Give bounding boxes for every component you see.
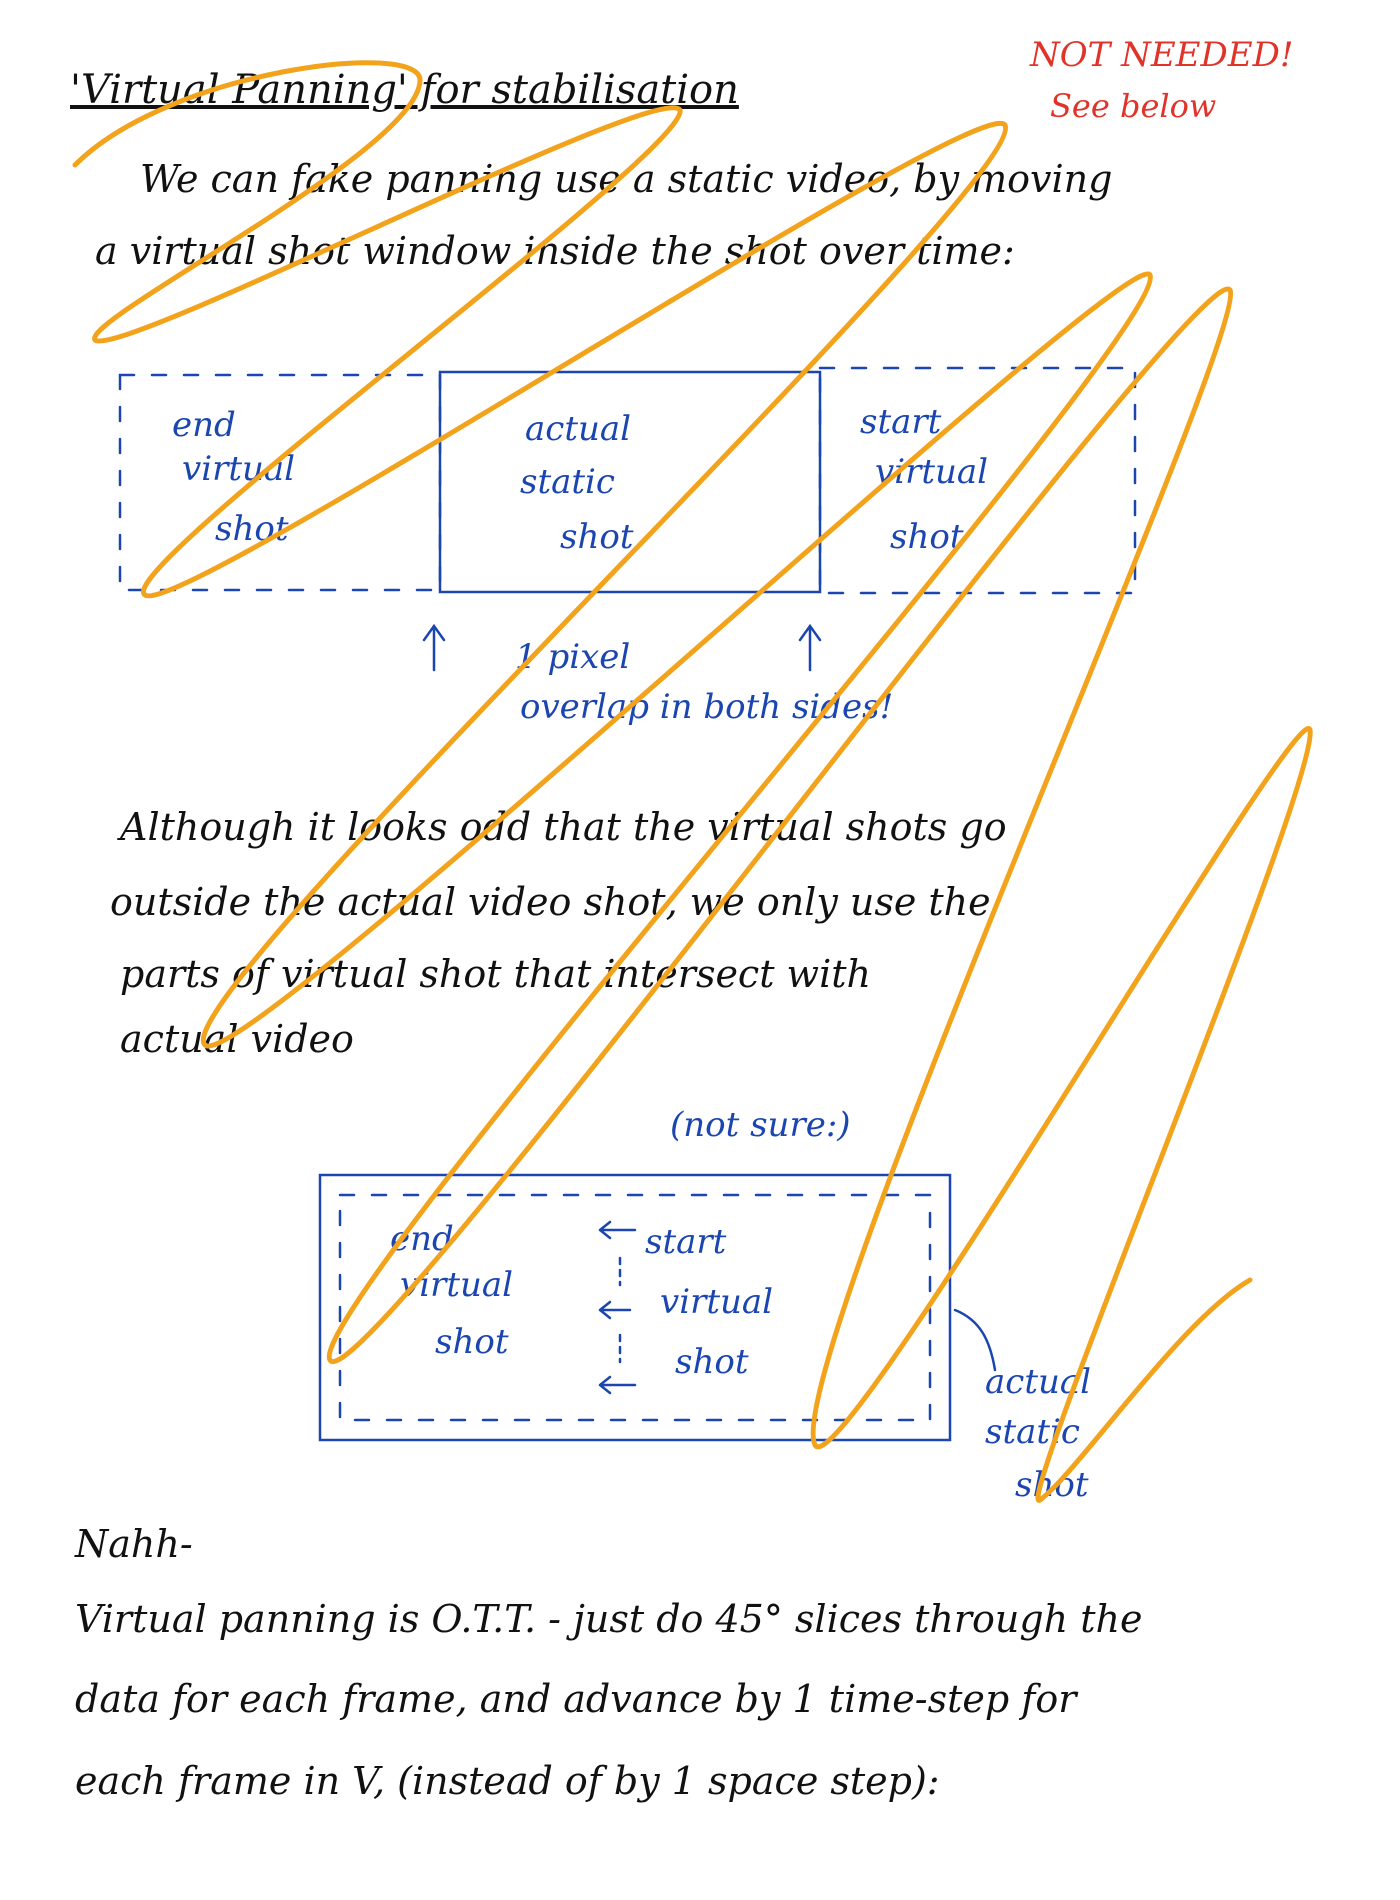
d2-actual-label-3: shot [1015,1465,1089,1505]
d2-actual-shot-frame [318,1173,952,1442]
d1-actual-label-1: actual [525,409,632,449]
d2-start-label-1: start [645,1222,727,1262]
d1-start-label-2: virtual [875,452,989,492]
d1-end-label-2: virtual [182,449,296,489]
para2-line-2: outside the actual video shot, we only u… [110,880,991,924]
status-note-line1: NOT NEEDED! [1030,35,1294,75]
d1-actual-label-3: shot [560,517,634,557]
conclusion-line-2: Virtual panning is O.T.T. - just do 45° … [75,1597,1143,1641]
para2-line-1: Although it looks odd that the virtual s… [120,805,1007,849]
intro-line-1: We can fake panning use a static video, … [140,157,1113,201]
d1-end-label-1: end [172,405,236,445]
conclusion-line-3: data for each frame, and advance by 1 ti… [75,1677,1077,1721]
d2-end-label-2: virtual [400,1265,514,1305]
conclusion-line-1: Nahh- [75,1522,193,1566]
d2-start-label-2: virtual [660,1282,774,1322]
d2-caption: (not sure:) [670,1105,851,1145]
d1-end-label-3: shot [215,509,289,549]
d2-virtual-window-frame [338,1193,932,1422]
actual-static-shot-frame [438,370,822,594]
d1-start-label-1: start [860,402,942,442]
d2-actual-pointer [953,1308,997,1372]
d2-end-label-3: shot [435,1322,509,1362]
d1-start-label-3: shot [890,517,964,557]
d1-actual-label-2: static [520,462,615,502]
status-note-line2: See below [1050,87,1217,125]
d2-start-label-3: shot [675,1342,749,1382]
intro-line-2: a virtual shot window inside the shot ov… [95,229,1015,273]
conclusion-line-4: each frame in V, (instead of by 1 space … [75,1759,940,1803]
para2-line-4: actual video [120,1017,354,1061]
